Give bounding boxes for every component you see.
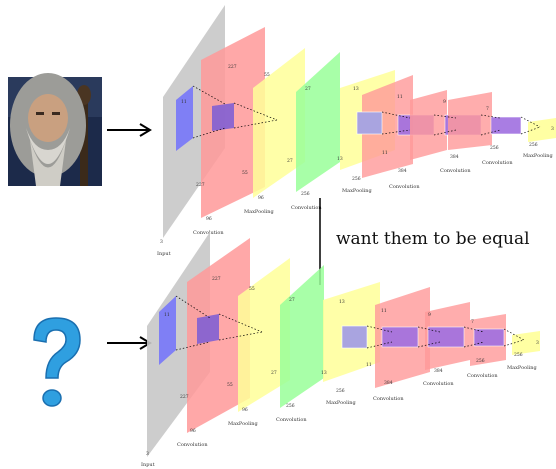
pool2-label: MaxPooling xyxy=(326,400,357,406)
conv5-layer xyxy=(448,92,492,150)
conv1-dim-2: 227 xyxy=(196,182,205,188)
conv3-box xyxy=(381,326,419,348)
pool3-label: MaxPooling xyxy=(523,153,554,159)
conv1-label: Convolution xyxy=(193,230,224,236)
conv4-label: Convolution xyxy=(440,168,471,174)
pool1-dim-1: 55 xyxy=(264,72,270,78)
conv4-dim-2: 384 xyxy=(450,154,459,160)
kernel-2 xyxy=(212,103,234,131)
conv1-dim-2: 227 xyxy=(180,394,189,400)
kernel-2 xyxy=(197,314,219,344)
bottom-network: 3 Input 11 227 227 96 Convolution 55 55 … xyxy=(141,232,540,468)
connector-text: want them to be equal xyxy=(336,229,530,249)
conv2-dim-2: 27 xyxy=(271,370,277,376)
pool2-dim-3: 256 xyxy=(336,388,345,394)
conv3-label: Convolution xyxy=(373,396,404,402)
conv4-box xyxy=(427,326,465,348)
pool3-label: MaxPooling xyxy=(507,365,538,371)
pool1-dim-2: 55 xyxy=(227,382,233,388)
input-label: Input xyxy=(141,462,155,468)
conv5-dim-1: 7 xyxy=(471,319,474,325)
pool3-dim-2: 256 xyxy=(529,142,538,148)
top-arrow xyxy=(107,123,152,137)
conv1-dim-3: 96 xyxy=(206,216,212,222)
pool2-box xyxy=(341,325,368,349)
pool3-layer xyxy=(512,331,540,355)
conv5-dim-1: 7 xyxy=(486,106,489,112)
pool1-dim-1: 55 xyxy=(249,286,255,292)
pool2-dim-1: 13 xyxy=(339,299,345,305)
pool1-dim-3: 96 xyxy=(258,195,264,201)
pool2-dim-2: 13 xyxy=(337,156,343,162)
pool1-layer xyxy=(238,258,290,412)
conv2-dim-3: 256 xyxy=(301,191,310,197)
conv5-dim-2: 256 xyxy=(476,358,485,364)
conv3-dim-1: 11 xyxy=(397,94,403,100)
conv4-layer xyxy=(410,90,447,160)
conv2-label: Convolution xyxy=(291,205,322,211)
pool3-dim-1: 3 xyxy=(536,340,539,346)
conv3-dim-3: 384 xyxy=(384,380,393,386)
conv2-dim-2: 27 xyxy=(287,158,293,164)
conv4-dim-1: 9 xyxy=(443,99,446,105)
kernel-1 xyxy=(176,86,193,151)
input-dim: 3 xyxy=(160,239,163,245)
input-dim: 3 xyxy=(146,451,149,457)
conv5-label: Convolution xyxy=(482,160,513,166)
conv1-dim-1: 227 xyxy=(212,276,221,282)
conv4-label: Convolution xyxy=(423,381,454,387)
pool2-label: MaxPooling xyxy=(342,188,373,194)
pool3-dim-2: 256 xyxy=(514,352,523,358)
pool2-dim-1: 13 xyxy=(353,86,359,92)
pool1-dim-2: 55 xyxy=(242,170,248,176)
pool1-label: MaxPooling xyxy=(228,421,259,427)
question-mark-icon xyxy=(33,317,81,407)
conv1-dim-3: 96 xyxy=(190,428,196,434)
kernel-dim: 11 xyxy=(181,99,187,105)
pool1-label: MaxPooling xyxy=(244,209,275,215)
pool1-layer xyxy=(253,48,305,198)
conv4-dim-1: 9 xyxy=(428,312,431,318)
pool3-layer xyxy=(528,118,556,142)
conv1-label: Convolution xyxy=(177,442,208,448)
conv5-label: Convolution xyxy=(467,373,498,379)
kernel-dim: 11 xyxy=(164,312,170,318)
conv3-layer xyxy=(362,75,413,178)
pool1-dim-3: 96 xyxy=(242,407,248,413)
top-network: 3 Input 11 227 227 96 Convolution 55 55 … xyxy=(157,5,556,257)
bottom-arrow xyxy=(107,336,152,350)
kernel-1 xyxy=(159,296,176,365)
pool2-dim-3: 256 xyxy=(352,176,361,182)
conv5-dim-2: 256 xyxy=(490,145,499,151)
portrait-image xyxy=(8,73,102,186)
pool2-dim-2: 13 xyxy=(321,370,327,376)
conv2-label: Convolution xyxy=(276,417,307,423)
input-label: Input xyxy=(157,251,171,257)
conv3-dim-3: 384 xyxy=(398,168,407,174)
conv3-dim-2: 11 xyxy=(366,362,372,368)
conv2-dim-3: 256 xyxy=(286,403,295,409)
conv5-box xyxy=(473,328,505,347)
conv2-dim-1: 27 xyxy=(289,297,295,303)
conv2-layer xyxy=(280,265,324,408)
conv3-dim-2: 11 xyxy=(382,150,388,156)
conv5-box xyxy=(490,116,522,135)
pool3-dim-1: 3 xyxy=(551,126,554,132)
conv4-dim-2: 384 xyxy=(434,368,443,374)
conv3-label: Convolution xyxy=(389,184,420,190)
conv1-dim-1: 227 xyxy=(228,64,237,70)
pool2-box xyxy=(356,111,383,135)
conv3-dim-1: 11 xyxy=(381,308,387,314)
conv2-dim-1: 27 xyxy=(305,86,311,92)
conv2-layer xyxy=(296,52,340,192)
